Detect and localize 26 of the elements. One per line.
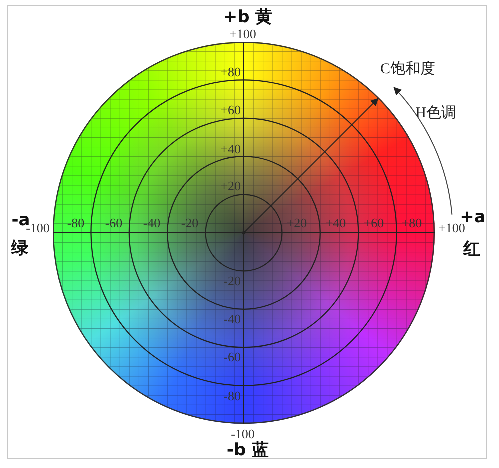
tick-label: +40 bbox=[220, 142, 241, 156]
tick-label: +100 bbox=[438, 222, 466, 234]
tick-label: +20 bbox=[286, 216, 308, 230]
axis-label: -a bbox=[12, 212, 30, 230]
tick-label: +40 bbox=[326, 216, 346, 230]
tick-label: -40 bbox=[143, 216, 161, 230]
axis-label: +b 黄 bbox=[223, 10, 273, 26]
tick-label: -60 bbox=[105, 216, 123, 230]
tick-label: -80 bbox=[67, 216, 85, 230]
axis-label: 红 bbox=[464, 242, 480, 258]
tick-label: -20 bbox=[181, 216, 199, 230]
tick-label: -100 bbox=[231, 428, 255, 440]
hue-label: H色调 bbox=[416, 106, 456, 122]
axis-label: -b 蓝 bbox=[226, 442, 270, 460]
tick-label: +100 bbox=[230, 28, 256, 40]
tick-label: +80 bbox=[402, 216, 422, 230]
tick-label: -20 bbox=[224, 274, 241, 288]
tick-label: -80 bbox=[224, 390, 241, 402]
tick-label: -40 bbox=[224, 312, 241, 326]
axis-label: 绿 bbox=[12, 240, 28, 258]
tick-label: +20 bbox=[220, 180, 241, 192]
tick-label: +60 bbox=[364, 216, 384, 230]
chroma-label: C饱和度 bbox=[380, 62, 436, 78]
tick-label: +80 bbox=[220, 66, 241, 78]
tick-label: -60 bbox=[224, 350, 241, 364]
tick-label: +60 bbox=[220, 104, 241, 116]
